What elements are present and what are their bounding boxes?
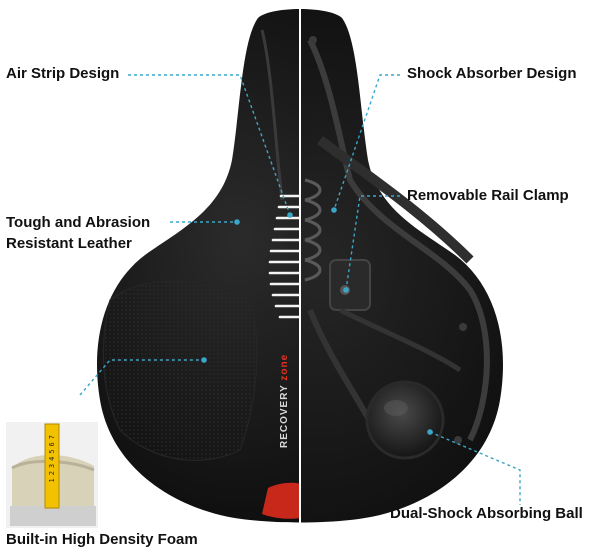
saddle-leather-half <box>97 9 300 523</box>
label-foam: Built-in High Density Foam <box>6 531 198 548</box>
label-leather-line-2: Resistant Leather <box>6 235 132 252</box>
label-air-strip: Air Strip Design <box>6 65 120 82</box>
label-leather: Tough and Abrasion Resistant Leather <box>6 212 150 254</box>
brand-word-1: RECOVERY <box>279 384 290 448</box>
label-rail-clamp: Removable Rail Clamp <box>407 187 569 204</box>
callout-dots <box>201 207 433 435</box>
saddle-underside-half <box>300 9 503 523</box>
label-absorbing-ball: Dual-Shock Absorbing Ball <box>390 505 583 522</box>
label-leather-line-1: Tough and Abrasion <box>6 214 151 231</box>
callout-lines <box>79 74 521 505</box>
brand-mark: RECOVERY zone <box>279 354 290 448</box>
foam-inset-photo <box>6 422 98 528</box>
label-shock-absorber: Shock Absorber Design <box>407 65 577 82</box>
ruler-digits: 1234567 <box>48 432 56 483</box>
brand-word-2: zone <box>279 353 290 381</box>
